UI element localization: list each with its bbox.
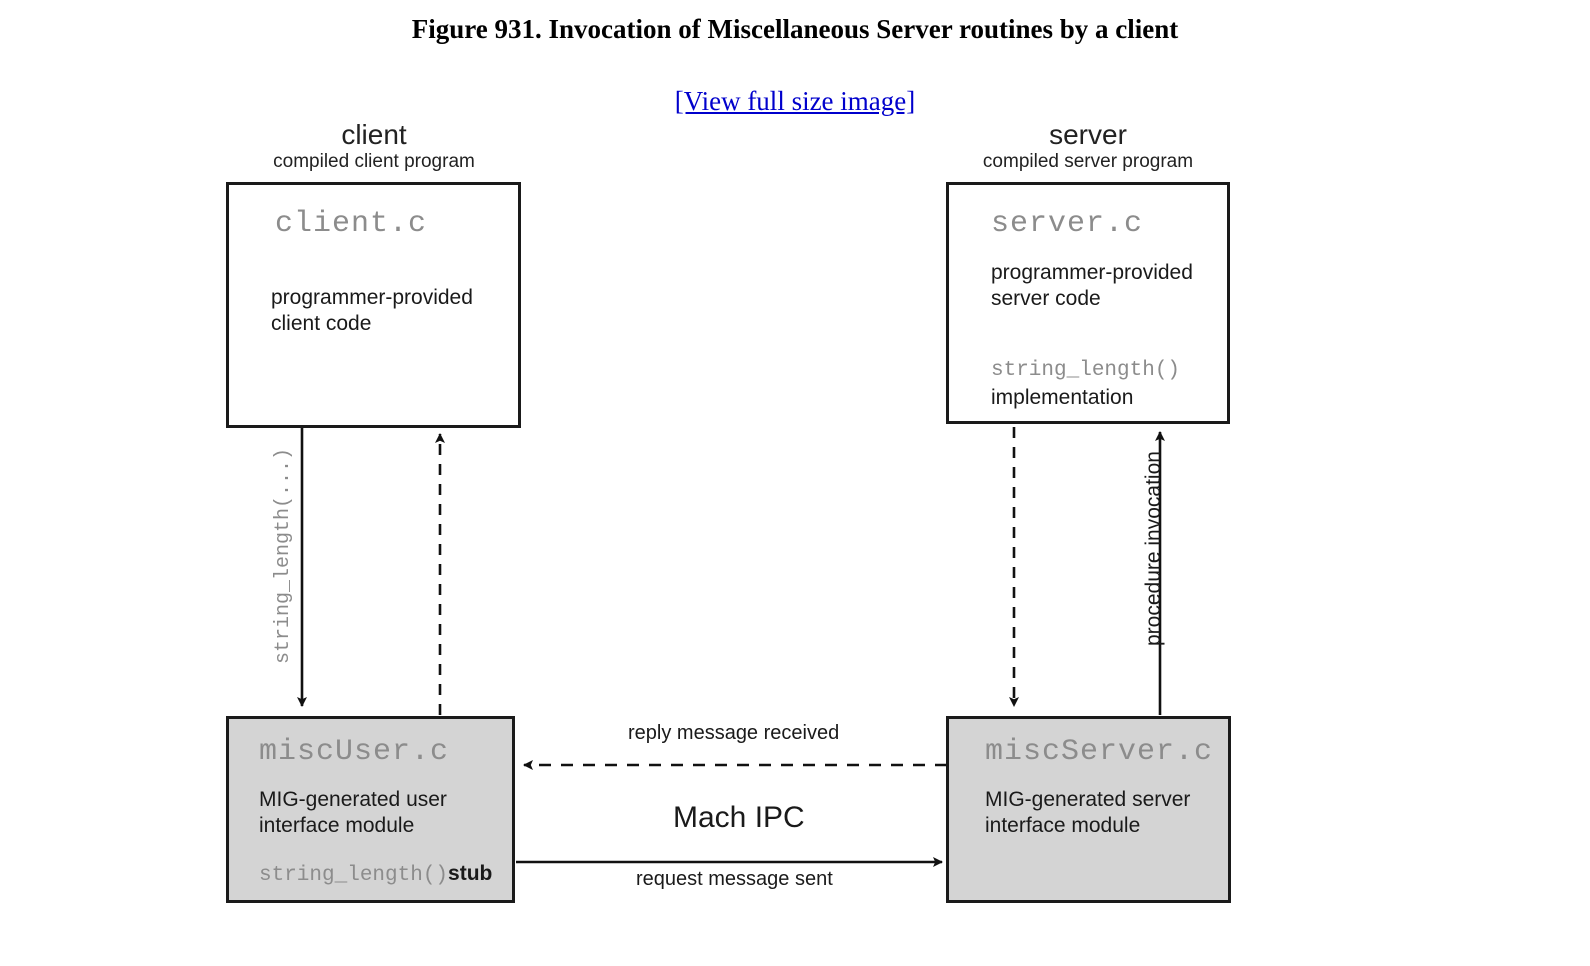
node-box-server-c[interactable]: server.c programmer-provided server code… <box>946 182 1230 424</box>
misc-user-c-routine-name: string_length() <box>259 864 449 887</box>
client-c-description-line1: programmer-provided <box>271 286 473 309</box>
misc-user-c-content: miscUser.c MIG-generated user interface … <box>229 719 512 900</box>
view-full-size-image-link[interactable]: [View full size image] <box>674 86 916 116</box>
misc-server-c-description-line1: MIG-generated server <box>985 788 1191 811</box>
client-subheading: compiled client program <box>273 151 475 172</box>
server-c-description-line1: programmer-provided <box>991 261 1193 284</box>
server-c-filename: server.c <box>991 207 1144 241</box>
client-c-filename: client.c <box>275 207 428 241</box>
server-subheading: compiled server program <box>982 151 1194 172</box>
figure-title: Figure 931. Invocation of Miscellaneous … <box>411 14 1179 44</box>
misc-user-c-routine: string_length()stub <box>259 862 492 887</box>
client-c-content: client.c programmer-provided client code <box>229 185 518 425</box>
mach-ipc-label: Mach IPC <box>673 801 805 834</box>
misc-user-c-description-line2: interface module <box>259 814 415 837</box>
client-c-description-line2: client code <box>271 312 372 335</box>
edge-label-client-call: string_length(...) <box>272 447 295 664</box>
node-box-misc-server-c[interactable]: miscServer.c MIG-generated server interf… <box>946 716 1231 903</box>
misc-server-c-filename: miscServer.c <box>985 735 1214 769</box>
node-box-client-c[interactable]: client.c programmer-provided client code <box>226 182 521 428</box>
column-caption-client: client compiled client program <box>226 120 522 174</box>
misc-user-c-description-line1: MIG-generated user <box>259 788 447 811</box>
node-box-misc-user-c[interactable]: miscUser.c MIG-generated user interface … <box>226 716 515 903</box>
server-c-routine: string_length() <box>991 359 1181 382</box>
server-c-description-line2: server code <box>991 287 1101 310</box>
misc-server-c-content: miscServer.c MIG-generated server interf… <box>949 719 1228 900</box>
edge-label-request-message: request message sent <box>636 868 833 890</box>
edge-label-reply-message: reply message received <box>628 722 840 744</box>
column-caption-server: server compiled server program <box>940 120 1236 174</box>
server-heading: server <box>1049 119 1127 150</box>
misc-user-c-routine-note: stub <box>448 862 493 885</box>
server-c-content: server.c programmer-provided server code… <box>949 185 1227 421</box>
edge-label-procedure-invocation: procedure invocation <box>1142 451 1165 646</box>
misc-user-c-filename: miscUser.c <box>259 735 450 769</box>
client-heading: client <box>341 119 407 150</box>
server-c-routine-note: implementation <box>991 386 1134 409</box>
misc-server-c-description-line2: interface module <box>985 814 1141 837</box>
view-full-size-image-container: [View full size image] <box>0 86 1590 117</box>
